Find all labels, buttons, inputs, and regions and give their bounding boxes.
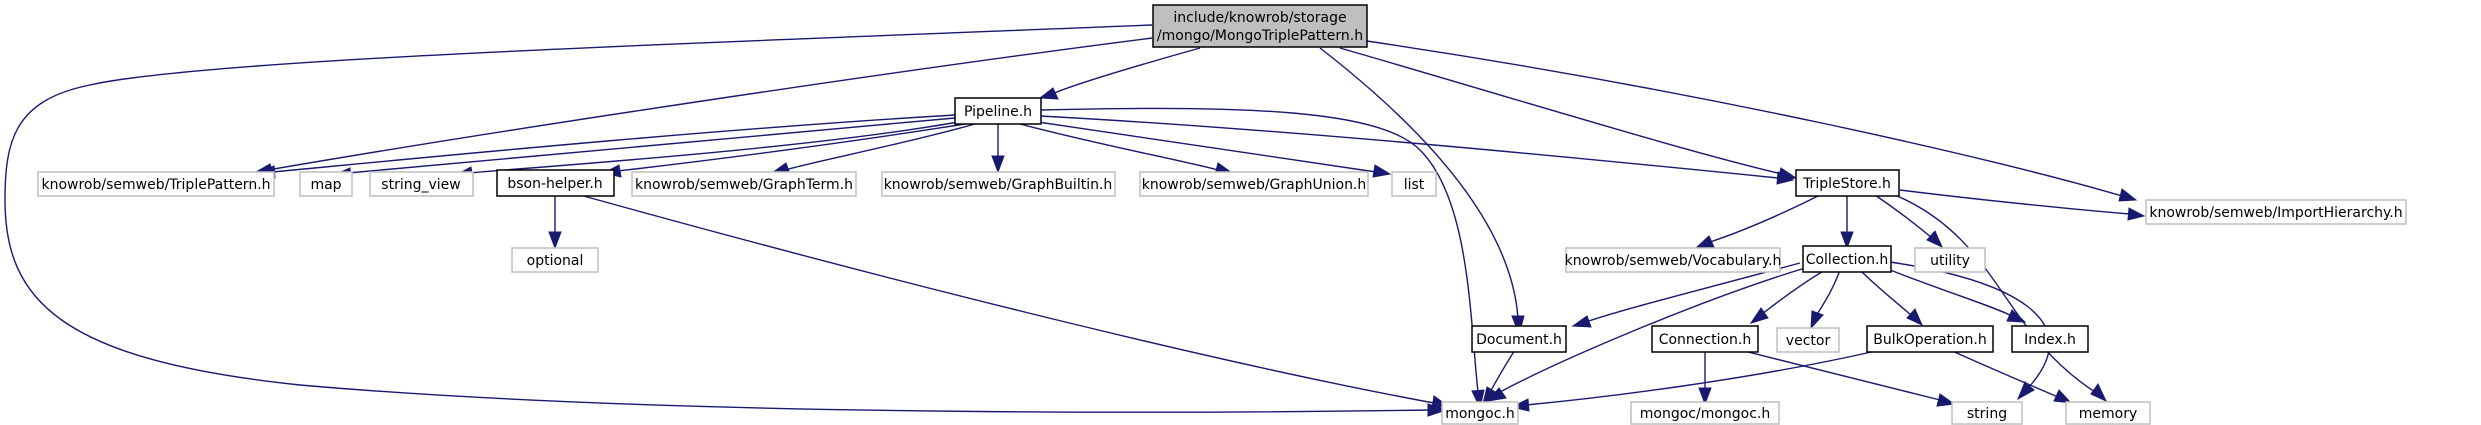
node-importhierarchy[interactable]: knowrob/semweb/ImportHierarchy.h <box>2145 199 2407 225</box>
edge-root-to-document <box>1319 47 1525 336</box>
edge-pipeline-to-mongoc <box>1039 107 1485 410</box>
node-mongoc-mongoc[interactable]: mongoc/mongoc.h <box>1630 401 1780 425</box>
svg-text:BulkOperation.h: BulkOperation.h <box>1873 332 1986 348</box>
node-triplepattern[interactable]: knowrob/semweb/TriplePattern.h <box>37 171 275 197</box>
node-root-mongotriplepattern[interactable]: include/knowrob/storage /mongo/MongoTrip… <box>1152 4 1368 48</box>
node-vector[interactable]: vector <box>1776 327 1840 353</box>
svg-text:list: list <box>1404 177 1425 193</box>
edge-root-to-mongoc <box>4 24 1448 417</box>
svg-text:Document.h: Document.h <box>1476 332 1562 348</box>
edge-pipeline-to-map <box>332 117 956 181</box>
svg-text:mongoc.h: mongoc.h <box>1445 406 1515 422</box>
svg-text:map: map <box>310 177 341 193</box>
svg-text:utility: utility <box>1930 253 1970 269</box>
edge-triplestore-to-importhierarchy <box>1899 189 2146 221</box>
svg-text:knowrob/semweb/GraphBuiltin.h: knowrob/semweb/GraphBuiltin.h <box>884 177 1113 193</box>
svg-text:bson-helper.h: bson-helper.h <box>507 176 602 192</box>
edge-triplestore-to-vocabulary <box>1694 194 1821 249</box>
svg-text:TripleStore.h: TripleStore.h <box>1802 176 1891 192</box>
edge-bsonhelper-to-mongoc <box>579 194 1450 409</box>
node-memory[interactable]: memory <box>2065 401 2151 425</box>
svg-text:Pipeline.h: Pipeline.h <box>964 104 1032 120</box>
node-index[interactable]: Index.h <box>2011 325 2089 353</box>
node-map[interactable]: map <box>299 171 353 197</box>
edge-pipeline-to-triplepattern <box>256 114 956 179</box>
node-bson-helper[interactable]: bson-helper.h <box>496 169 615 197</box>
node-document[interactable]: Document.h <box>1471 325 1567 353</box>
edge-bulkoperation-to-memory <box>1949 349 2073 404</box>
svg-text:optional: optional <box>527 253 584 269</box>
svg-text:Index.h: Index.h <box>2024 332 2076 348</box>
edge-pipeline-to-list <box>1037 121 1392 178</box>
edge-root-to-importhierarchy <box>1359 39 2138 202</box>
edge-pipeline-to-triplestore <box>1039 115 1795 185</box>
node-collection[interactable]: Collection.h <box>1802 245 1892 273</box>
graph-nodes: include/knowrob/storage /mongo/MongoTrip… <box>37 4 2407 425</box>
node-list[interactable]: list <box>1391 171 1437 197</box>
svg-text:knowrob/semweb/GraphTerm.h: knowrob/semweb/GraphTerm.h <box>635 177 853 193</box>
edge-connection-to-string <box>1739 349 1956 407</box>
node-root-line2: /mongo/MongoTriplePattern.h <box>1157 28 1363 44</box>
node-graphbuiltin[interactable]: knowrob/semweb/GraphBuiltin.h <box>881 171 1116 197</box>
edge-connection-to-mongocmongoc <box>1698 350 1712 406</box>
svg-text:Connection.h: Connection.h <box>1659 332 1752 348</box>
node-utility[interactable]: utility <box>1914 247 1986 273</box>
svg-text:string_view: string_view <box>381 177 460 193</box>
node-pipeline[interactable]: Pipeline.h <box>954 97 1042 125</box>
edge-triplestore-to-utility <box>1874 194 1943 249</box>
node-bulkoperation[interactable]: BulkOperation.h <box>1866 325 1994 353</box>
svg-text:mongoc/mongoc.h: mongoc/mongoc.h <box>1640 406 1771 422</box>
node-string[interactable]: string <box>1951 401 2023 425</box>
node-vocabulary[interactable]: knowrob/semweb/Vocabulary.h <box>1565 247 1782 273</box>
node-connection[interactable]: Connection.h <box>1651 325 1759 353</box>
edge-collection-to-vector <box>1810 269 1841 330</box>
node-graphunion[interactable]: knowrob/semweb/GraphUnion.h <box>1139 171 1369 197</box>
edge-collection-to-bulkoperation <box>1859 269 1923 327</box>
svg-text:knowrob/semweb/GraphUnion.h: knowrob/semweb/GraphUnion.h <box>1142 177 1367 193</box>
svg-text:knowrob/semweb/ImportHierarchy: knowrob/semweb/ImportHierarchy.h <box>2149 205 2402 221</box>
node-optional[interactable]: optional <box>511 247 599 273</box>
edge-root-to-triplestore <box>1339 47 1798 181</box>
edge-bsonhelper-to-optional <box>548 195 562 250</box>
node-string-view[interactable]: string_view <box>369 171 474 197</box>
graph-edges <box>4 24 2146 417</box>
edge-root-to-pipeline <box>1038 47 1201 100</box>
edge-document-to-mongoc <box>1482 349 1516 406</box>
node-root-line1: include/knowrob/storage <box>1173 10 1346 26</box>
edge-collection-to-connection <box>1749 269 1826 324</box>
svg-text:knowrob/semweb/TriplePattern.h: knowrob/semweb/TriplePattern.h <box>41 177 270 193</box>
edge-pipeline-to-graphbuiltin <box>991 124 1005 174</box>
node-graphterm[interactable]: knowrob/semweb/GraphTerm.h <box>631 171 857 197</box>
node-triplestore[interactable]: TripleStore.h <box>1795 169 1900 197</box>
edge-collection-to-index <box>1879 265 2027 323</box>
edge-triplestore-to-collection <box>1840 195 1854 250</box>
svg-text:memory: memory <box>2079 406 2138 422</box>
svg-text:vector: vector <box>1786 333 1831 349</box>
edge-triplestore-to-memory <box>1894 194 2108 403</box>
svg-text:knowrob/semweb/Vocabulary.h: knowrob/semweb/Vocabulary.h <box>1565 253 1782 269</box>
node-mongoc[interactable]: mongoc.h <box>1441 401 1519 425</box>
svg-text:string: string <box>1967 406 2007 422</box>
svg-text:Collection.h: Collection.h <box>1806 252 1889 268</box>
edge-pipeline-to-graphunion <box>1019 123 1234 176</box>
